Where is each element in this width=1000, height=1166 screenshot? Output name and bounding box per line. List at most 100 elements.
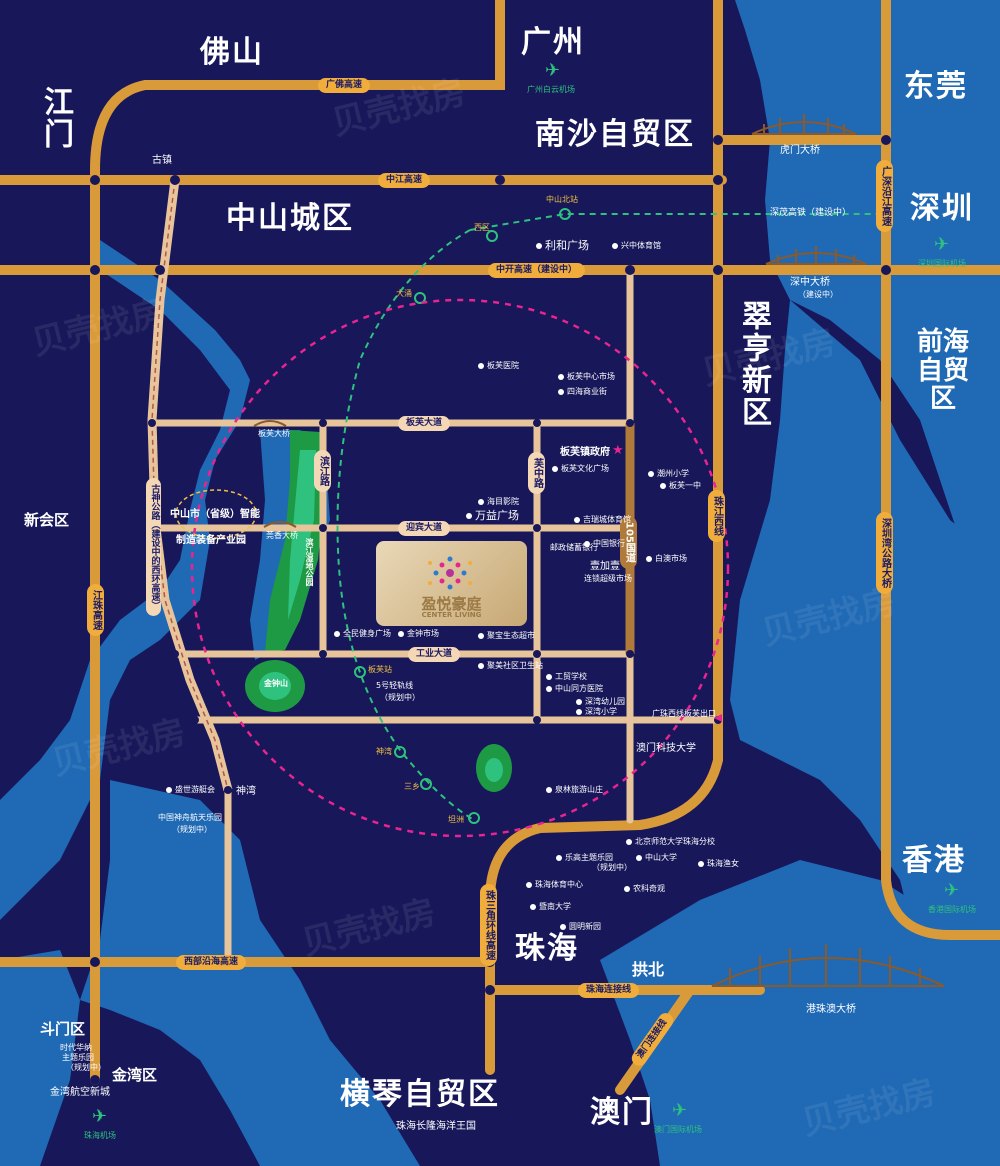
station-zhongshan-north: 中山北站 <box>546 195 578 204</box>
bridge-banfu: 板芙大桥 <box>258 429 290 438</box>
poi-lego: 乐高主题乐园 <box>556 854 613 862</box>
yingbin-bridge-small <box>263 521 297 528</box>
place-industrial-park: 中山市（省级）智能 <box>170 509 260 520</box>
place-ocean-kingdom: 珠海长隆海洋王国 <box>396 1121 476 1132</box>
project-plot[interactable]: 盈悦豪庭 CENTER LIVING <box>376 541 527 626</box>
station-xiqu: 西区 <box>474 223 490 232</box>
poi-bank: 中国银行 <box>584 540 625 548</box>
airport-shenzhen: 深圳国际机场 <box>918 259 966 268</box>
poi-post: 邮政储蓄银行 <box>550 543 598 552</box>
pearl-river-mouth <box>730 300 1000 930</box>
rail-light-line: 5号轻轨线 <box>376 681 414 690</box>
road-shenzhen-bay: 深圳湾公路大桥 <box>876 512 893 594</box>
road-jiangzhu: 江珠高速 <box>87 584 104 636</box>
place-jinzhong-mt: 金钟山 <box>264 679 288 688</box>
place-banfu-gov: 板芙镇政府 <box>560 447 610 458</box>
poi-sz-kinder: 深湾幼儿园 <box>576 698 625 706</box>
city-qianhai: 前海自贸区 <box>916 327 969 415</box>
shenzhen-expressway <box>881 0 1000 940</box>
poi-sz-primary: 深湾小学 <box>576 708 617 716</box>
airplane-icon: ✈ <box>944 880 960 901</box>
place-guzhen: 古镇 <box>152 155 172 166</box>
poi-gym: 吉瑞城体育馆 <box>574 516 631 524</box>
road-gongye-ave: 工业大道 <box>408 647 461 662</box>
airplane-icon: ✈ <box>545 60 561 81</box>
airport-macau: 澳门国际机场 <box>654 1125 702 1134</box>
star-icon: ★ <box>612 443 624 458</box>
city-hongkong: 香港 <box>902 843 966 878</box>
left-bay <box>0 950 80 1166</box>
poi-shenzhou-note: （规划中） <box>172 825 212 834</box>
airport-guangzhou: 广州白云机场 <box>527 85 575 94</box>
poi-quanmin: 全民健身广场 <box>334 630 391 638</box>
place-wetland: 滨江湿地公园 <box>305 538 314 586</box>
station-banfu: 板芙站 <box>368 665 392 674</box>
project-logo-icon <box>428 556 472 590</box>
city-jinwan: 金湾区 <box>112 1066 158 1084</box>
place-shenwan: 神湾 <box>236 786 256 797</box>
station-sanxiang: 三乡 <box>404 782 420 791</box>
poi-banfu-high: 板芙一中 <box>660 482 701 490</box>
city-guangzhou: 广州 <box>521 25 585 60</box>
place-exit: 广珠西线板芙出口 <box>652 709 716 718</box>
bridge-jiangjin: 莞香大桥 <box>266 531 298 540</box>
poi-cinema: 海目影院 <box>478 498 519 506</box>
poi-quanlin: 泉林旅游山庄 <box>546 786 603 794</box>
road-zhongjiang: 中江高速 <box>378 173 431 188</box>
road-yanhai: 广深沿江高速 <box>876 160 893 232</box>
poi-jinzhong-market: 金钟市场 <box>398 630 439 638</box>
city-foshan: 佛山 <box>200 35 264 70</box>
city-xinhui: 新会区 <box>24 511 70 529</box>
east-highway <box>485 0 723 1075</box>
bridge-shenzhong: 深中大桥 <box>790 277 830 288</box>
poi-supermarket: 聚宝生态超市 <box>478 632 535 640</box>
place-industrial-park-2: 制造装备产业园 <box>176 535 246 546</box>
city-shenzhen: 深圳 <box>910 191 974 226</box>
poi-zs-hospital: 中山同方医院 <box>546 685 603 693</box>
airplane-icon: ✈ <box>934 234 950 255</box>
humen-bridge <box>751 114 857 135</box>
poi-banfu-market: 板芙中心市场 <box>558 373 615 381</box>
city-doumen: 斗门区 <box>40 1020 86 1038</box>
light-rail-curve <box>336 229 475 821</box>
city-zhuhai: 珠海 <box>515 931 579 966</box>
road-west-coast: 西部沿海高速 <box>176 955 247 970</box>
poi-shidai-2: 主题乐园 <box>62 1053 94 1062</box>
estuary <box>600 860 1000 1166</box>
poi-school: 潮州小学 <box>648 470 689 478</box>
guangfo-expressway <box>90 0 505 1085</box>
road-delta-ring: 珠三角环线高速 <box>480 884 497 966</box>
road-guangfo: 广佛高速 <box>318 78 371 93</box>
airplane-icon: ✈ <box>92 1106 108 1127</box>
airplane-icon: ✈ <box>672 1100 688 1121</box>
city-hengqin: 横琴自贸区 <box>340 1077 500 1112</box>
poi-banfu-hospital: 板芙医院 <box>478 362 519 370</box>
poi-lego-note: （规划中） <box>592 863 632 872</box>
shenzhong-bridge <box>765 246 867 265</box>
poi-health: 聚美社区卫生站 <box>478 662 543 670</box>
poi-xingzhong: 兴中体育馆 <box>612 242 661 250</box>
station-dayong: 大涌 <box>396 289 412 298</box>
city-dongguan: 东莞 <box>904 69 968 104</box>
poi-shengshi: 盛世游艇会 <box>166 786 215 794</box>
poi-sysu: 中山大学 <box>636 854 677 862</box>
airport-hongkong: 香港国际机场 <box>928 905 976 914</box>
road-yingbin-ave: 迎宾大道 <box>398 521 451 536</box>
city-macau: 澳门 <box>590 1095 654 1130</box>
bridge-humen: 虎门大桥 <box>780 145 820 156</box>
station-tanzhou: 坦洲 <box>448 815 464 824</box>
rail-shenmao: 深茂高铁（建设中） <box>770 208 852 218</box>
hzmb-bridge <box>711 944 945 987</box>
city-zhongshan: 中山城区 <box>226 201 354 236</box>
poi-sihai: 四海商业街 <box>558 388 607 396</box>
bridge-shenzhong-note: （建设中） <box>798 290 838 299</box>
road-gushen: 古神公路（建设中的西环高速） <box>146 478 162 616</box>
poi-bnu: 北京师范大学珠海分校 <box>626 838 715 846</box>
city-gongbei: 拱北 <box>632 960 665 979</box>
banfu-bridge-small <box>253 420 287 427</box>
poi-zh-gym: 珠海体育中心 <box>526 881 583 889</box>
xijiang-river <box>0 240 250 920</box>
airport-zhuhai: 珠海机场 <box>84 1131 116 1140</box>
